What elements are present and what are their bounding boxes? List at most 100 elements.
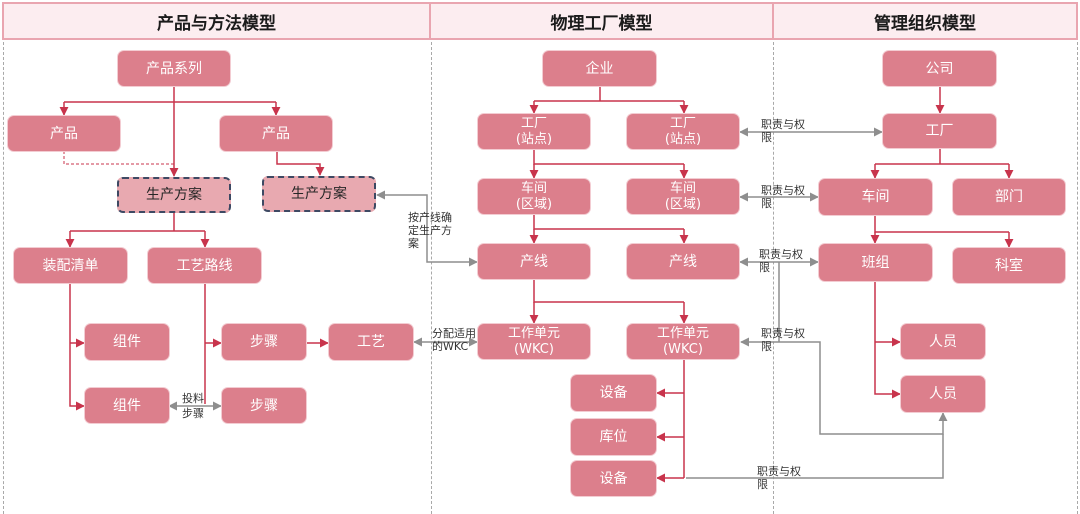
node-label: 设备	[599, 470, 628, 487]
header-product-method-model: 产品与方法模型	[2, 2, 431, 40]
node-label: 设备	[599, 385, 628, 401]
node-label: 班组	[861, 254, 890, 271]
label-feed-step: 投料 步骤	[182, 392, 204, 420]
label-line-determines-plan: 按产线确 定生产方 案	[408, 211, 452, 250]
node-label: 人员	[929, 386, 957, 402]
node-label-line2: (WKC)	[663, 341, 703, 357]
column-separator-1	[431, 42, 432, 514]
node-product-b[interactable]: 产品	[220, 116, 332, 151]
label-authority-wkc: 职责与权 限	[761, 327, 805, 353]
label-line: 职责与权	[757, 465, 801, 478]
relation-equipment-staff	[686, 434, 944, 479]
connector-workshop-branch	[533, 214, 684, 230]
label-line: 按产线确	[408, 211, 452, 224]
node-office[interactable]: 科室	[953, 248, 1065, 283]
node-enterprise[interactable]: 企业	[543, 51, 656, 86]
node-label: 产线	[520, 253, 548, 270]
node-label: 步骤	[250, 334, 278, 350]
node-label-line2: (WKC)	[514, 341, 554, 357]
label-authority-workshop: 职责与权 限	[761, 184, 805, 210]
node-equipment-1[interactable]: 设备	[571, 375, 656, 411]
label-authority-plant: 职责与权 限	[761, 118, 805, 144]
connector-team-to-staff-2	[874, 281, 901, 399]
node-step-2[interactable]: 步骤	[222, 388, 306, 423]
connector-site-branch	[533, 149, 684, 165]
node-label: 工厂	[925, 123, 954, 139]
label-line: 职责与权	[761, 118, 805, 131]
node-label-line1: 工厂	[520, 115, 547, 131]
node-routing[interactable]: 工艺路线	[148, 248, 261, 283]
label-line: 步骤	[182, 407, 204, 420]
label-authority-equipment: 职责与权 限	[757, 465, 801, 491]
node-label-line1: 车间	[669, 180, 696, 196]
label-line: 限	[757, 478, 768, 491]
node-label-line2: (区域)	[515, 196, 553, 212]
label-assign-wkc: 分配适用 的WKC	[432, 327, 476, 353]
node-plant[interactable]: 工厂	[883, 114, 996, 148]
node-label-line1: 工作单元	[656, 325, 709, 341]
node-line-a[interactable]: 产线	[478, 244, 590, 279]
node-label: 装配清单	[42, 257, 99, 274]
node-step-1[interactable]: 步骤	[222, 324, 306, 360]
node-label: 产品	[262, 125, 290, 142]
node-wkc-b[interactable]: 工作单元(WKC)	[627, 324, 739, 359]
label-line: 的WKC	[432, 340, 469, 353]
connector-product-a-to-plan	[63, 151, 174, 165]
label-line: 职责与权	[761, 184, 805, 197]
node-label-line1: 工厂	[669, 115, 696, 131]
node-staff-1[interactable]: 人员	[901, 324, 985, 359]
node-component-1[interactable]: 组件	[85, 324, 169, 360]
node-label: 生产方案	[291, 186, 347, 202]
node-label: 步骤	[250, 397, 278, 414]
label-line: 限	[761, 340, 772, 353]
node-label: 生产方案	[146, 187, 202, 203]
node-label-line1: 工作单元	[507, 325, 560, 341]
connector-bom-to-component-2	[69, 283, 85, 411]
label-line: 限	[761, 131, 772, 144]
node-label: 库位	[599, 429, 628, 445]
label-line: 定生产方	[408, 224, 452, 237]
node-label: 工艺	[357, 334, 385, 350]
label-line: 职责与权	[761, 327, 805, 340]
node-label: 人员	[929, 333, 957, 350]
node-staff-2[interactable]: 人员	[901, 376, 985, 412]
label-line: 投料	[182, 392, 204, 405]
node-bom[interactable]: 装配清单	[14, 248, 127, 283]
node-department[interactable]: 部门	[953, 179, 1065, 215]
node-process[interactable]: 工艺	[329, 324, 413, 360]
node-company[interactable]: 公司	[883, 51, 996, 86]
connector-enterprise-branch	[534, 86, 684, 102]
node-wkc-a[interactable]: 工作单元(WKC)	[478, 324, 590, 359]
node-production-plan-a[interactable]: 生产方案	[117, 177, 231, 213]
node-line-b[interactable]: 产线	[627, 244, 739, 279]
node-equipment-2[interactable]: 设备	[571, 461, 656, 496]
node-label: 公司	[925, 60, 954, 77]
node-team[interactable]: 班组	[819, 244, 932, 281]
column-separator-left	[3, 42, 4, 514]
node-label-line2: (站点)	[664, 131, 702, 147]
node-org-workshop[interactable]: 车间	[819, 179, 932, 215]
node-production-plan-b[interactable]: 生产方案	[262, 176, 376, 212]
node-storage-location[interactable]: 库位	[571, 419, 656, 455]
label-authority-team: 职责与权 限	[759, 248, 803, 274]
node-label: 产线	[669, 253, 697, 270]
connector-plan-branch	[70, 213, 205, 232]
node-label-line1: 车间	[520, 180, 547, 196]
node-product-a[interactable]: 产品	[8, 116, 120, 151]
node-site-a[interactable]: 工厂(站点)	[478, 114, 590, 149]
node-label-line2: (区域)	[664, 196, 702, 212]
label-line: 案	[408, 237, 419, 250]
connector-plant-branch	[875, 148, 1009, 165]
node-product-family[interactable]: 产品系列	[118, 51, 230, 86]
node-site-b[interactable]: 工厂(站点)	[627, 114, 739, 149]
node-component-2[interactable]: 组件	[85, 388, 169, 423]
node-workshop-a[interactable]: 车间(区域)	[478, 179, 590, 214]
node-label: 产品系列	[146, 60, 202, 77]
connector-line-branch	[533, 279, 684, 303]
node-label: 科室	[995, 257, 1023, 274]
node-workshop-b[interactable]: 车间(区域)	[627, 179, 739, 214]
relation-wkc-staff	[740, 337, 948, 435]
header-management-org-model: 管理组织模型	[772, 2, 1078, 40]
label-line: 限	[761, 197, 772, 210]
